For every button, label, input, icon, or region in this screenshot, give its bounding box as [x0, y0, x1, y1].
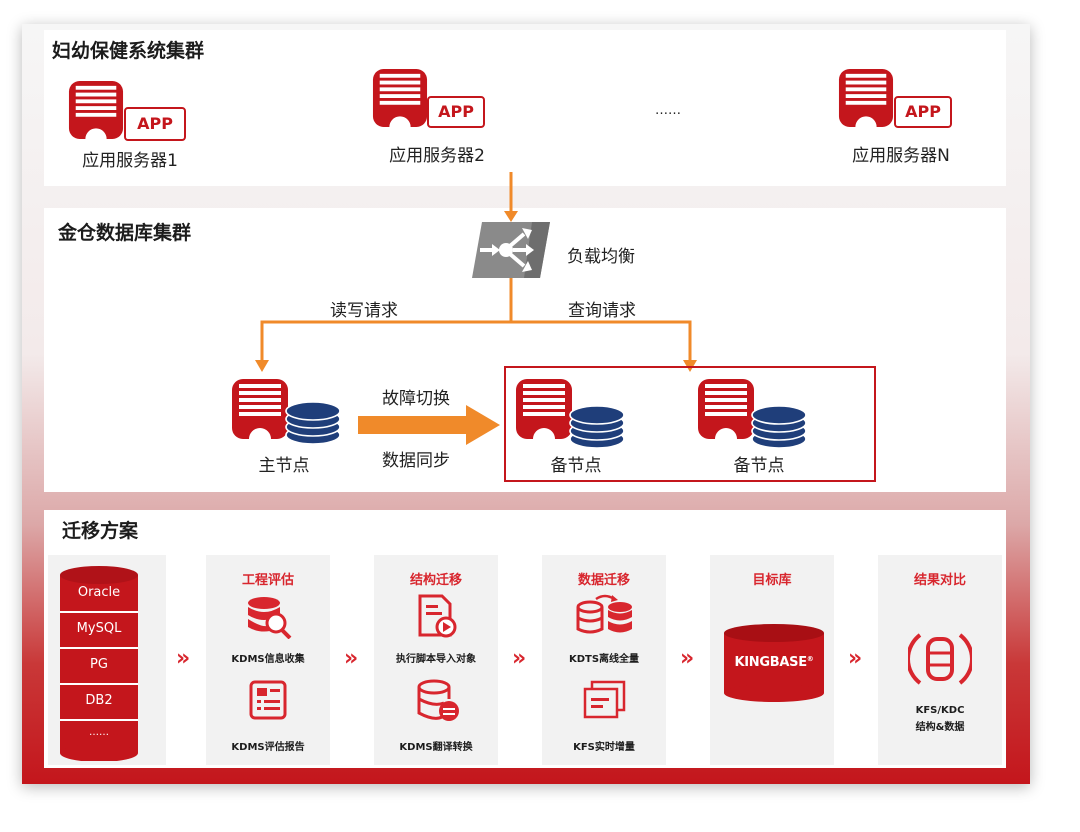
step-assessment-card: 工程评估 KDMS信息收集 KDMS评估报告 [206, 555, 330, 765]
app-cluster-title: 妇幼保健系统集群 [52, 40, 205, 62]
standby-server-icon-1 [515, 378, 573, 440]
stacked-pages-icon [583, 680, 626, 719]
primary-node-label: 主节点 [258, 456, 310, 476]
step-compare-title: 结果对比 [913, 573, 966, 588]
read-write-label: 读写请求 [330, 301, 398, 321]
migration-title: 迁移方案 [62, 520, 139, 542]
step-data-item-2: KFS实时增量 [573, 742, 635, 753]
primary-disk-icon [284, 400, 342, 446]
kingbase-cylinder [724, 624, 824, 702]
app-server-label-1: 应用服务器1 [82, 151, 178, 171]
chevron-arrow-1: » [176, 646, 190, 671]
script-file-icon [418, 594, 457, 638]
kingbase-logo: KINGBASE® [724, 655, 824, 670]
failover-arrow [358, 405, 500, 445]
standby-group-box [504, 366, 876, 482]
data-sync-label: 数据同步 [382, 451, 450, 471]
app-server-label-n: 应用服务器N [852, 146, 950, 166]
app-badge-2: APP [427, 96, 485, 128]
standby-disk-icon-1 [568, 404, 626, 450]
step-compare-item-1: KFS/KDC [915, 705, 965, 716]
step-data-card: 数据迁移 KDTS离线全量 KFS实时增量 [542, 555, 666, 765]
load-balancer-icon [472, 222, 550, 278]
db-cluster-title: 金仓数据库集群 [58, 222, 192, 244]
source-db-oracle: Oracle [77, 585, 121, 600]
standby-server-icon-2 [697, 378, 755, 440]
source-db-mysql: MySQL [76, 621, 122, 636]
source-db-db2: DB2 [85, 693, 113, 708]
app-badge-1: APP [124, 107, 186, 141]
step-target-title: 目标库 [752, 573, 792, 588]
standby-node-label-2: 备节点 [733, 456, 785, 476]
app-server-ellipsis: …… [655, 103, 681, 118]
report-icon [249, 680, 287, 720]
step-structure-card: 结构迁移 执行脚本导入对象 KDMS翻译转换 [374, 555, 498, 765]
step-data-item-1: KDTS离线全量 [568, 654, 640, 665]
standby-disk-icon-2 [750, 404, 808, 450]
migration-panel [44, 510, 1006, 768]
db-convert-icon [417, 679, 459, 721]
source-db-pg: PG [90, 657, 108, 672]
chevron-arrow-2: » [344, 646, 358, 671]
db-transfer-icon [576, 594, 632, 634]
source-db-card: Oracle MySQL PG DB2 …… [48, 555, 166, 765]
step-assessment-item-1: KDMS信息收集 [231, 654, 305, 665]
kingbase-registered-mark: ® [806, 655, 814, 663]
query-label: 查询请求 [568, 301, 636, 321]
primary-server-icon [231, 378, 289, 440]
step-structure-title: 结构迁移 [409, 573, 462, 588]
kingbase-logo-text: KINGBASE [734, 655, 808, 670]
load-balancer-label: 负载均衡 [567, 247, 635, 267]
compare-db-icon [908, 633, 972, 685]
step-data-title: 数据迁移 [577, 573, 630, 588]
chevron-arrow-3: » [512, 646, 526, 671]
chevron-arrow-5: » [848, 646, 862, 671]
source-db-cylinder [60, 566, 138, 761]
step-compare-item-2: 结构&数据 [915, 722, 965, 733]
step-structure-item-2: KDMS翻译转换 [399, 742, 473, 753]
step-target-card: 目标库 KINGBASE® [710, 555, 834, 765]
step-assessment-title: 工程评估 [241, 573, 294, 588]
database-search-icon [248, 597, 292, 639]
failover-label: 故障切换 [382, 389, 450, 409]
standby-node-label-1: 备节点 [550, 456, 602, 476]
step-structure-item-1: 执行脚本导入对象 [396, 654, 476, 665]
app-badge-n: APP [894, 96, 952, 128]
step-assessment-item-2: KDMS评估报告 [231, 742, 305, 753]
app-server-label-2: 应用服务器2 [389, 146, 485, 166]
source-db-more: …… [89, 727, 109, 738]
step-compare-card: 结果对比 KFS/KDC 结构&数据 [878, 555, 1002, 765]
chevron-arrow-4: » [680, 646, 694, 671]
